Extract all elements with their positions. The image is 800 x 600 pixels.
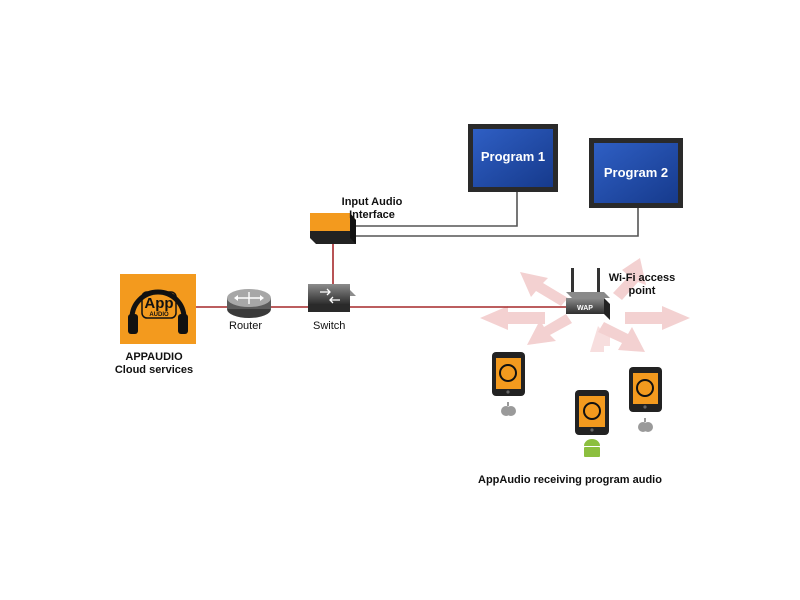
audio-interface-label: Input Audio Interface: [332, 196, 412, 222]
android-logo-icon: [584, 439, 600, 457]
link-interface-program1: [356, 192, 518, 227]
phone-ios-right: [629, 367, 662, 412]
router-label: Router: [229, 320, 263, 332]
wap-device-text: WAP: [577, 305, 593, 312]
program2-display: Program 2: [589, 138, 683, 208]
wap-label-line2: point: [628, 285, 656, 297]
program1-display: Program 1: [468, 124, 558, 192]
program2-label: Program 2: [604, 165, 668, 180]
wap-label-line1: Wi-Fi access: [608, 272, 676, 284]
audio-interface-label-line2: Interface: [349, 209, 395, 221]
logo-audio-text: AUDIO: [149, 312, 169, 318]
router-icon: [227, 289, 271, 318]
connection-lines: [196, 192, 639, 308]
logo-app-text: App: [144, 295, 173, 312]
audio-interface-label-line1: Input Audio: [341, 196, 403, 208]
apple-logo-icon: [501, 402, 516, 416]
wap-icon: WAP: [566, 268, 610, 320]
cloud-label-line1: APPAUDIO: [125, 351, 183, 363]
wifi-signal-arrows: [480, 258, 690, 352]
wap-label: Wi-Fi access point: [602, 272, 682, 298]
receivers-caption: AppAudio receiving program audio: [478, 474, 662, 486]
program1-label: Program 1: [481, 149, 545, 164]
cloud-label-line2: Cloud services: [114, 364, 194, 376]
phone-ios-left: [492, 352, 525, 396]
audio-interface-icon: [310, 213, 356, 244]
apple-logo-icon: [638, 418, 653, 432]
switch-icon: [308, 284, 356, 312]
appaudio-cloud-logo: App AUDIO: [120, 274, 196, 344]
phone-android-center: [575, 390, 609, 435]
cloud-label: APPAUDIO Cloud services: [104, 351, 204, 377]
link-interface-program2: [356, 207, 639, 237]
switch-label: Switch: [313, 320, 346, 332]
